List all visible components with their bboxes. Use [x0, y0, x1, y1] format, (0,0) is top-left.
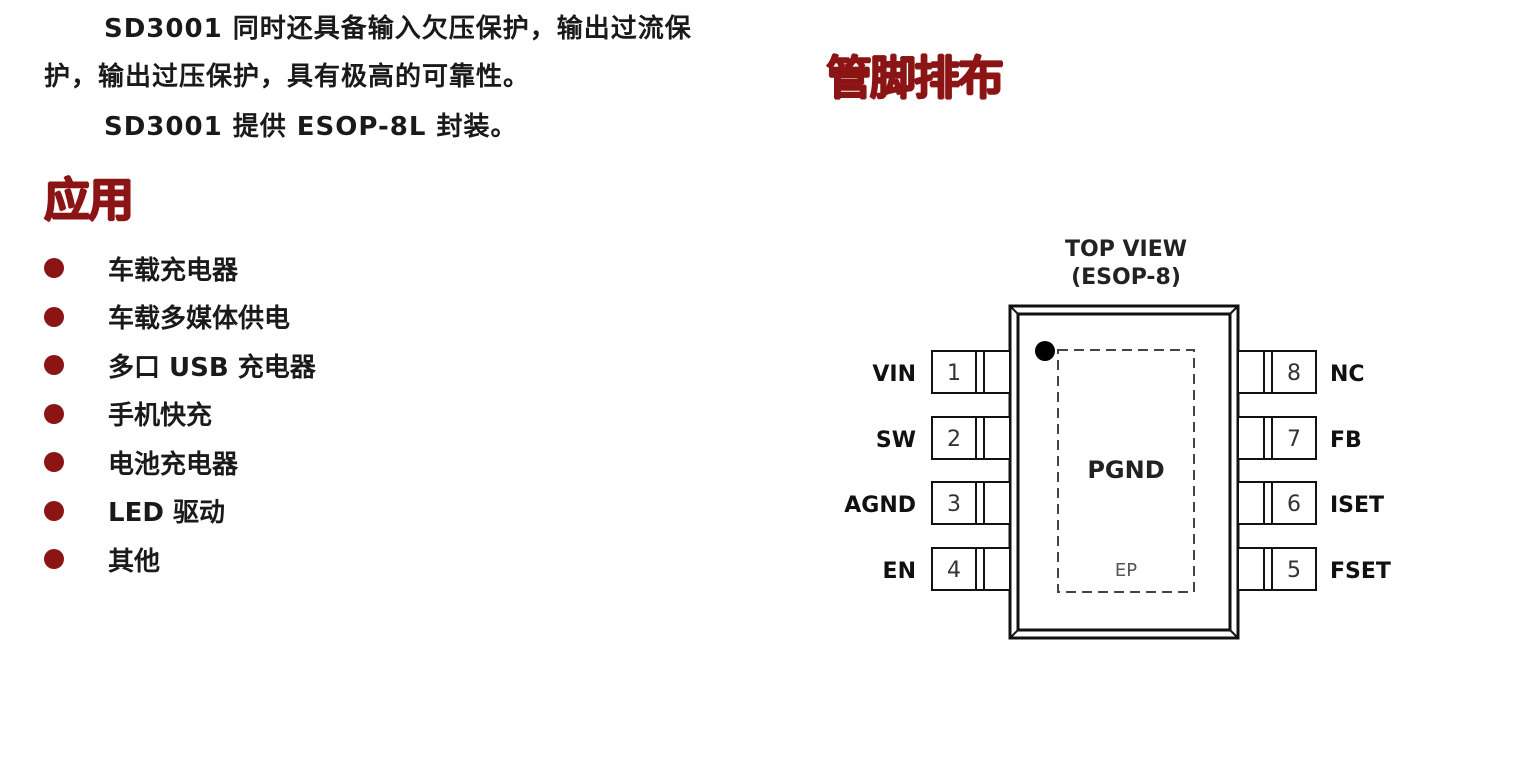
- application-item: LED 驱动: [44, 487, 316, 536]
- pin-5: 5 FSET: [1237, 547, 1391, 591]
- exposed-pad: [1057, 349, 1195, 593]
- pin-number: 7: [1287, 427, 1301, 452]
- left-pins: 1 VIN 2 SW 3 AGND 4 EN: [844, 350, 1011, 591]
- bullet-icon: [44, 258, 64, 279]
- applications-list: 车载充电器车载多媒体供电多口 USB 充电器手机快充电池充电器 LED 驱动其他: [44, 244, 316, 584]
- pin-name: FSET: [1330, 559, 1391, 584]
- bullet-icon: [44, 500, 64, 521]
- bullet-icon: [44, 355, 64, 376]
- description-line-2: 护，输出过压保护，具有极高的可靠性。: [44, 62, 531, 92]
- chip-body-outer: [1008, 304, 1240, 640]
- pgnd-label: PGND: [1087, 456, 1164, 484]
- bullet-icon: [44, 403, 64, 424]
- pinout-heading: 管脚排布: [826, 51, 1004, 105]
- pin-number: 5: [1287, 558, 1301, 583]
- pin-name: AGND: [844, 493, 916, 518]
- application-item: 车载充电器: [44, 244, 316, 293]
- pin-8: 8 NC: [1237, 350, 1365, 394]
- pin-6: 6 ISET: [1237, 481, 1384, 525]
- pin-name: EN: [883, 559, 916, 584]
- application-item: 车载多媒体供电: [44, 293, 316, 342]
- pin-number: 8: [1287, 361, 1301, 386]
- applications-heading: 应用: [44, 173, 134, 227]
- ep-label: EP: [1115, 560, 1137, 581]
- pin-number: 6: [1287, 492, 1301, 517]
- application-item: 电池充电器: [44, 438, 316, 487]
- description-line-1: SD3001 同时还具备输入欠压保护，输出过流保: [104, 14, 692, 44]
- pin-name: SW: [876, 428, 916, 453]
- application-label: 手机快充: [108, 401, 213, 432]
- chip-body-inner: [1016, 312, 1232, 632]
- pin-name: ISET: [1330, 493, 1384, 518]
- pin-name: FB: [1330, 428, 1362, 453]
- pin-name: NC: [1330, 362, 1365, 387]
- pin-number: 3: [947, 492, 961, 517]
- application-item: 手机快充: [44, 390, 316, 439]
- right-pins: 8 NC 7 FB 6 ISET 5 FSET: [1237, 350, 1391, 591]
- pin-number: 1: [947, 361, 961, 386]
- application-label: 车载多媒体供电: [108, 304, 291, 335]
- pin-3: 3 AGND: [844, 481, 1011, 525]
- bullet-icon: [44, 549, 64, 570]
- pin-name: VIN: [872, 362, 916, 387]
- package-label: (ESOP-8): [1071, 265, 1181, 290]
- application-item: 其他: [44, 535, 316, 584]
- pin-4: 4 EN: [883, 547, 1011, 591]
- application-label: 多口 USB 充电器: [108, 352, 316, 383]
- pin-1: 1 VIN: [872, 350, 1011, 394]
- application-label: LED 驱动: [108, 498, 225, 529]
- pin-7: 7 FB: [1237, 416, 1362, 460]
- description-line-3: SD3001 提供 ESOP-8L 封装。: [104, 112, 518, 142]
- application-label: 电池充电器: [108, 449, 239, 480]
- application-label: 其他: [108, 546, 161, 577]
- application-item: 多口 USB 充电器: [44, 341, 316, 390]
- pin-2: 2 SW: [876, 416, 1011, 460]
- pin1-marker-dot: [1035, 341, 1055, 361]
- bullet-icon: [44, 306, 64, 327]
- bullet-icon: [44, 452, 64, 473]
- pin-number: 4: [947, 558, 961, 583]
- top-view-title: TOP VIEW: [1065, 237, 1187, 262]
- application-label: 车载充电器: [108, 255, 239, 286]
- pin-number: 2: [947, 427, 961, 452]
